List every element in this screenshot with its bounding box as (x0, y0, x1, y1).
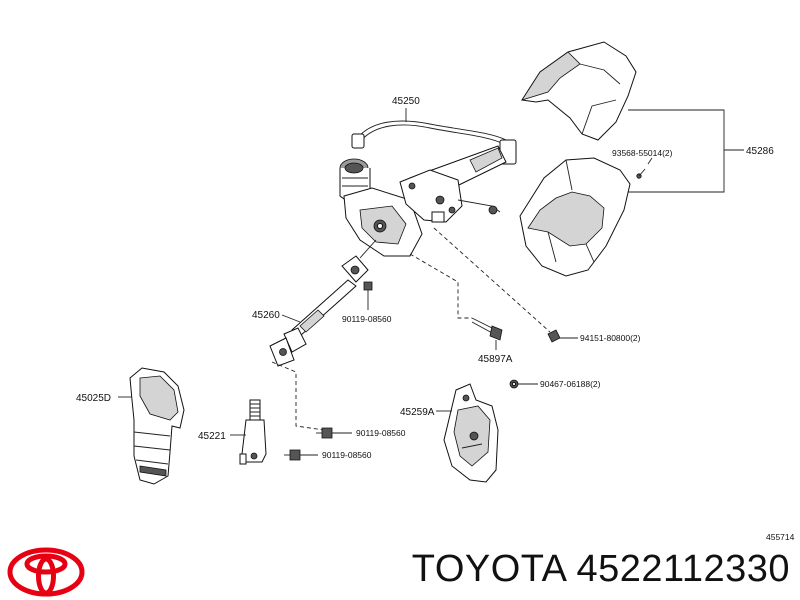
label-45025d: 45025D (76, 393, 111, 404)
label-90467: 90467-06188(2) (540, 379, 601, 389)
bolt-90119-lower[interactable] (284, 449, 301, 461)
upper-column-cover[interactable] (521, 41, 637, 141)
sliding-yoke[interactable] (239, 399, 267, 465)
label-90119-lower: 90119-08560 (322, 450, 372, 460)
label-45221: 45221 (198, 431, 226, 442)
column-hole-cover[interactable] (129, 367, 185, 485)
bracket-45259a[interactable] (443, 383, 499, 483)
label-45260: 45260 (252, 310, 280, 321)
label-94151: 94151-80800(2) (580, 333, 641, 343)
label-45259a: 45259A (400, 407, 435, 418)
brand-footer: TOYOTA 4522112330 (0, 540, 800, 600)
parts-diagram: 45250 45286 93568-55014(2) 45260 90119-0… (76, 41, 795, 540)
steering-column-assembly[interactable] (339, 120, 517, 257)
label-45286: 45286 (746, 146, 774, 157)
bolt-90119-upper[interactable] (363, 281, 373, 300)
lower-column-cover[interactable] (519, 157, 631, 277)
clip-90467[interactable] (509, 379, 519, 389)
bolt-90119-middle[interactable] (316, 427, 333, 439)
label-45250: 45250 (392, 96, 420, 107)
bolt-45897a[interactable] (471, 317, 503, 341)
page-title: TOYOTA 4522112330 (411, 548, 790, 590)
label-90119-upper: 90119-08560 (342, 314, 392, 324)
intermediate-shaft[interactable] (269, 239, 377, 367)
label-45897a: 45897A (478, 354, 513, 365)
label-93568: 93568-55014(2) (612, 148, 673, 158)
label-90119-middle: 90119-08560 (356, 428, 406, 438)
toyota-logo-icon (7, 547, 85, 597)
diagram-reference-number: 455714 (766, 532, 795, 540)
screw-93568[interactable] (636, 168, 646, 179)
